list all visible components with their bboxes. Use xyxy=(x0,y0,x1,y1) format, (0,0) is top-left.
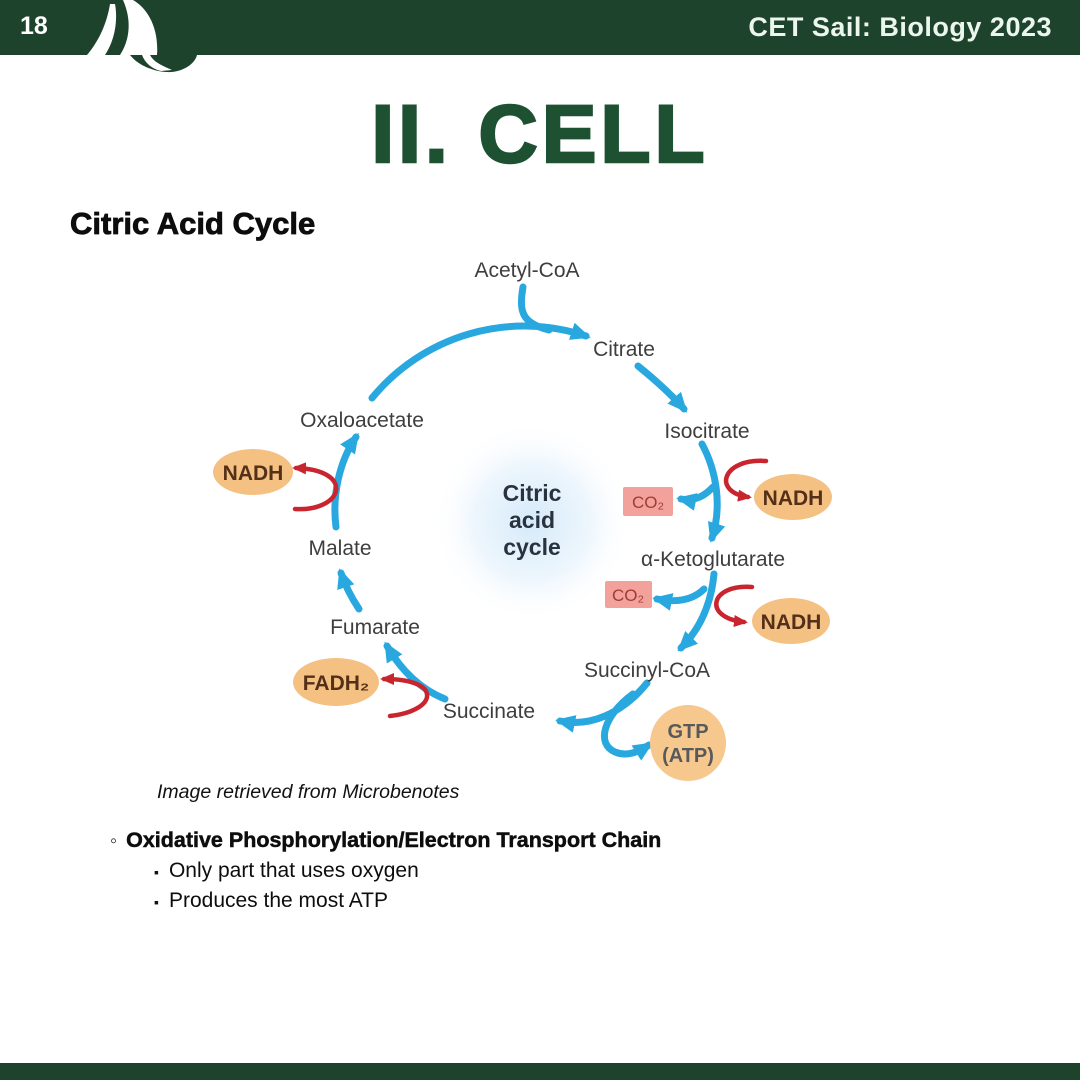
label-succinyl-coa: Succinyl-CoA xyxy=(584,659,710,682)
arrow-nadh-right2-hook xyxy=(714,584,755,627)
nadh-oval-right2 xyxy=(752,598,830,644)
nadh-oval-left xyxy=(213,449,293,495)
circle-bullet-icon: ◦ xyxy=(110,830,118,852)
co2-box-1 xyxy=(623,487,673,516)
label-alpha-ketoglutarate: α-Ketoglutarate xyxy=(641,548,785,571)
arrow-co2-release-2 xyxy=(652,585,708,611)
arrow-nadh-right1-hook xyxy=(724,458,769,502)
arrow-nadh-left-hook xyxy=(292,462,339,512)
nadh-oval-right1 xyxy=(754,474,832,520)
logo-small-sail-shape xyxy=(87,4,117,55)
arc-succinate-to-fumarate xyxy=(383,641,449,703)
arc-ketoglutarate-to-succinylcoa xyxy=(677,570,718,652)
arc-oxaloacetate-to-citrate xyxy=(368,322,591,402)
square-bullet-icon: ▪ xyxy=(154,894,159,910)
arc-fumarate-to-malate xyxy=(337,568,363,613)
arc-citrate-to-isocitrate xyxy=(634,362,688,413)
label-gtp-alt: (ATP) xyxy=(662,745,714,767)
image-caption: Image retrieved from Microbenotes xyxy=(157,781,460,803)
slide-title: II. CELL xyxy=(370,88,709,182)
label-gtp: GTP xyxy=(667,721,708,743)
note-item-row: ▪ Only part that uses oxygen xyxy=(154,859,661,883)
label-isocitrate: Isocitrate xyxy=(664,420,749,443)
center-label-line3: cycle xyxy=(503,534,561,560)
arc-isocitrate-to-ketoglutarate xyxy=(698,440,726,543)
logo-sail-tail-shape xyxy=(142,55,172,71)
label-citrate: Citrate xyxy=(593,338,655,361)
co2-box-2 xyxy=(605,581,652,608)
center-glow xyxy=(430,420,634,624)
label-oxaloacetate: Oxaloacetate xyxy=(300,409,424,432)
page-number: 18 xyxy=(20,12,48,40)
notes-list: ◦ Oxidative Phosphorylation/Electron Tra… xyxy=(110,828,662,913)
note-item-row: ▪ Produces the most ATP xyxy=(154,889,661,913)
arrow-acetylcoa-entry xyxy=(517,283,553,334)
footer-bar xyxy=(0,1063,1080,1080)
label-fadh2: FADH₂ xyxy=(303,672,370,695)
center-label-line1: Citric xyxy=(503,480,562,506)
label-fumarate: Fumarate xyxy=(330,616,420,639)
gtp-circle xyxy=(650,705,726,781)
center-label-line2: acid xyxy=(509,507,555,533)
square-bullet-icon: ▪ xyxy=(154,864,159,880)
logo-large-sail-shape xyxy=(120,0,158,55)
header-course-title: CET Sail: Biology 2023 xyxy=(748,12,1052,42)
header-bar xyxy=(0,0,1080,55)
label-co2-2: CO₂ xyxy=(612,586,644,605)
arc-succinylcoa-to-succinate xyxy=(555,679,651,733)
arrow-fadh2-hook xyxy=(380,673,430,719)
section-heading: Citric Acid Cycle xyxy=(70,206,316,242)
label-succinate: Succinate xyxy=(443,700,535,723)
sail-logo-icon xyxy=(87,0,197,73)
note-heading-row: ◦ Oxidative Phosphorylation/Electron Tra… xyxy=(110,828,662,853)
note-heading: Oxidative Phosphorylation/Electron Trans… xyxy=(126,828,662,853)
label-nadh-left: NADH xyxy=(223,462,284,485)
label-acetyl-coa: Acetyl-CoA xyxy=(474,259,579,282)
note-item: Produces the most ATP xyxy=(168,889,389,912)
arrow-co2-release-1 xyxy=(676,483,717,511)
fadh2-oval xyxy=(293,658,379,706)
label-nadh-right2: NADH xyxy=(761,611,822,634)
label-co2-1: CO₂ xyxy=(632,493,664,512)
note-item: Only part that uses oxygen xyxy=(168,859,419,882)
label-malate: Malate xyxy=(308,537,371,560)
label-nadh-right1: NADH xyxy=(763,487,824,510)
arrow-gtp-hook xyxy=(600,690,654,761)
arc-malate-to-oxaloacetate xyxy=(331,432,360,531)
